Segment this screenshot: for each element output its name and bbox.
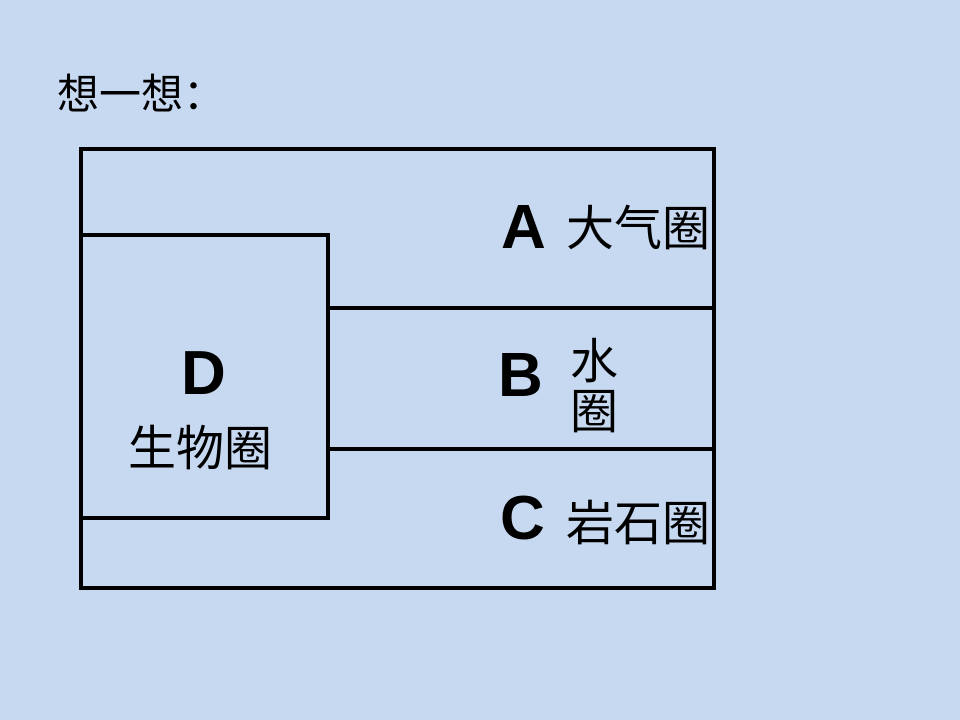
layer-label-hydrosphere: 水圈 xyxy=(570,336,619,439)
layer-letter-hydrosphere: B xyxy=(498,341,543,410)
layer-letter-atmosphere: A xyxy=(501,193,546,262)
layer-label-atmosphere: 大气圈 xyxy=(566,203,711,256)
layer-letter-lithosphere: C xyxy=(500,484,545,553)
layer-label-lithosphere: 岩石圈 xyxy=(566,498,711,551)
layer-label-biosphere: 生物圈 xyxy=(128,423,273,476)
divider-line-atmosphere-hydrosphere xyxy=(328,306,716,310)
layer-letter-biosphere: D xyxy=(181,339,226,408)
divider-line-hydrosphere-lithosphere xyxy=(328,447,716,451)
biosphere-box xyxy=(79,233,330,520)
page-title: 想一想： xyxy=(57,73,226,119)
